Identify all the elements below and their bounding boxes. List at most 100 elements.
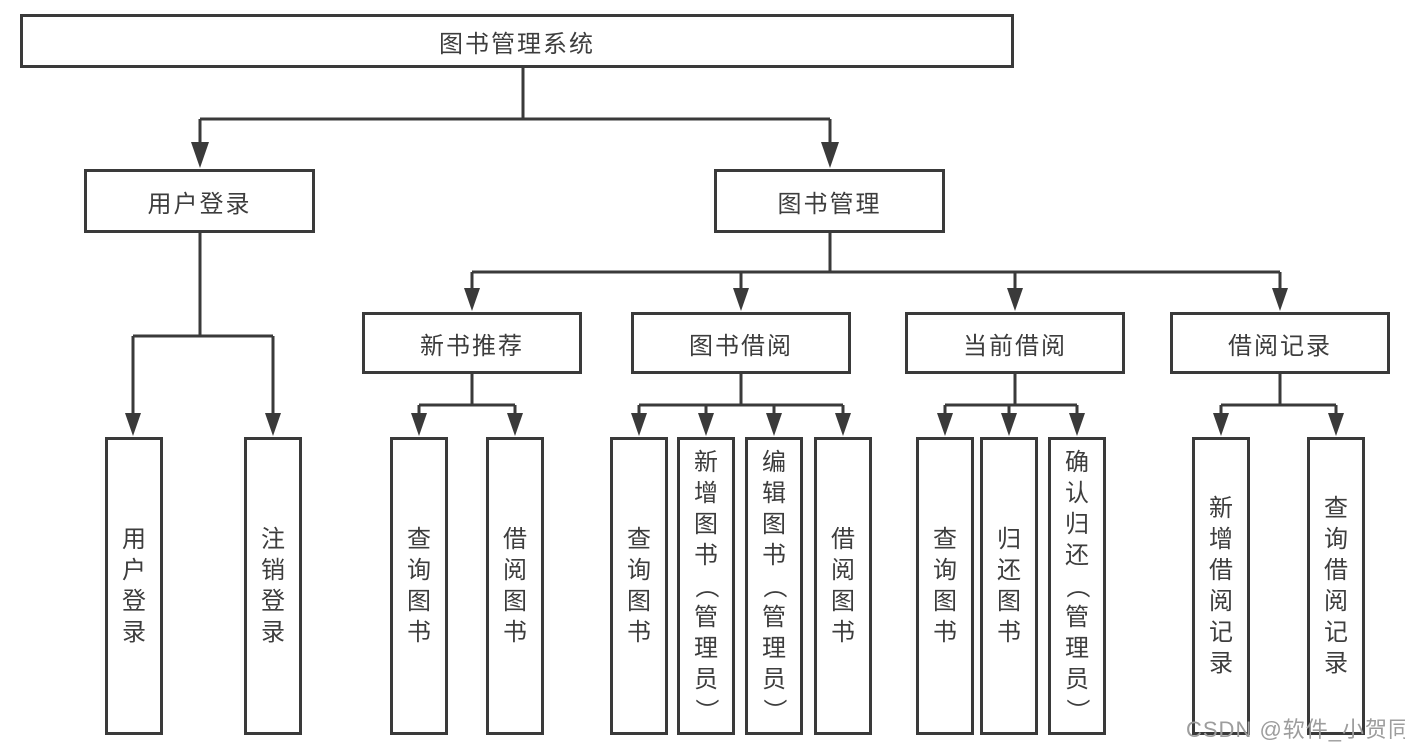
vertical-char: 借 [503,526,527,553]
vertical-char: ） [692,698,720,722]
vertical-char: 图 [997,588,1021,615]
arrowhead-icon [733,288,749,311]
vertical-char: 借 [831,526,855,553]
vertical-char: 员 [762,665,786,693]
vertical-char: （ [760,574,788,598]
vertical-char: （ [692,574,720,598]
vertical-char: 录 [261,619,285,646]
arrowhead-icon [191,142,209,168]
vertical-char: 管 [1065,603,1089,631]
vertical-char: 查 [1324,495,1348,522]
arrowhead-icon [821,142,839,168]
vertical-char: 登 [122,588,146,615]
vertical-char: 员 [1065,665,1089,693]
arrowhead-icon [1007,288,1023,311]
vertical-char: 借 [1324,557,1348,584]
arrowhead-icon [1069,413,1085,436]
vertical-char: 查 [407,526,431,553]
connector-line [470,233,1282,291]
vertical-char: 图 [694,510,718,538]
vertical-char: 管 [694,603,718,631]
node-new-book-recommend: 新书推荐 [362,312,582,374]
connector-line [1219,374,1338,416]
vertical-char: 新 [694,448,718,476]
arrowhead-icon [125,413,141,436]
arrowhead-icon [937,413,953,436]
vertical-char: 借 [1209,557,1233,584]
vertical-char: 图 [627,588,651,615]
vertical-char: 书 [831,619,855,646]
vertical-char: 管 [762,603,786,631]
leaf-add-borrow-record: 新增借阅记录 [1192,437,1250,735]
vertical-char: 询 [1324,526,1348,553]
vertical-char: 确 [1065,448,1089,476]
arrowhead-icon [698,413,714,436]
vertical-char: 归 [997,526,1021,553]
vertical-char: 新 [1209,495,1233,522]
node-book-borrow: 图书借阅 [631,312,851,374]
node-current-borrow: 当前借阅 [905,312,1125,374]
connector-line [637,374,845,416]
watermark: CSDN @软件_小贺同学 [1186,717,1405,742]
connector-line [943,374,1079,416]
leaf-edit-books-admin: 编辑图书 （ 管理员 ） [745,437,803,735]
vertical-char: 书 [407,619,431,646]
vertical-char: ） [1063,698,1091,722]
vertical-char: 理 [762,634,786,662]
vertical-char: 用 [122,526,146,553]
leaf-query-borrow-record: 查询借阅记录 [1307,437,1365,735]
vertical-char: 书 [694,541,718,569]
connector-line [417,374,517,416]
vertical-char: 阅 [831,557,855,584]
vertical-char: 录 [1324,650,1348,677]
arrowhead-icon [464,288,480,311]
vertical-char: 增 [1209,526,1233,553]
leaf-confirm-return-admin: 确认归还（管理员） [1048,437,1106,735]
vertical-char: 书 [997,619,1021,646]
vertical-char: 询 [627,557,651,584]
vertical-char: 还 [997,557,1021,584]
vertical-char: 编 [762,448,786,476]
vertical-char: 销 [261,557,285,584]
vertical-char: 书 [762,541,786,569]
vertical-char: 图 [503,588,527,615]
vertical-char: 理 [1065,634,1089,662]
vertical-char: 图 [762,510,786,538]
connector-line [198,68,832,146]
vertical-char: 注 [261,526,285,553]
connector-line [131,233,275,416]
leaf-logout: 注销登录 [244,437,302,735]
vertical-char: 阅 [1324,588,1348,615]
leaf-query-books-recommend: 查询图书 [390,437,448,735]
vertical-char: 查 [933,526,957,553]
vertical-char: 阅 [1209,588,1233,615]
vertical-char: 阅 [503,557,527,584]
leaf-return-books: 归还图书 [980,437,1038,735]
vertical-char: 理 [694,634,718,662]
arrowhead-icon [1213,413,1229,436]
arrowhead-icon [631,413,647,436]
arrowhead-icon [265,413,281,436]
node-book-management: 图书管理 [714,169,945,233]
arrowhead-icon [507,413,523,436]
vertical-char: 录 [1209,650,1233,677]
arrowhead-icon [1001,413,1017,436]
vertical-char: 辑 [762,479,786,507]
vertical-char: ） [760,698,788,722]
arrowhead-icon [766,413,782,436]
vertical-char: 户 [122,557,146,584]
vertical-char: 录 [122,619,146,646]
node-user-login: 用户登录 [84,169,315,233]
vertical-char: 书 [627,619,651,646]
vertical-char: （ [1063,574,1091,598]
node-borrow-record: 借阅记录 [1170,312,1390,374]
vertical-char: 认 [1065,479,1089,507]
arrowhead-icon [411,413,427,436]
arrowhead-icon [835,413,851,436]
vertical-char: 图 [831,588,855,615]
vertical-char: 员 [694,665,718,693]
vertical-char: 查 [627,526,651,553]
node-root-title: 图书管理系统 [20,14,1014,68]
leaf-query-books-borrow: 查询图书 [610,437,668,735]
